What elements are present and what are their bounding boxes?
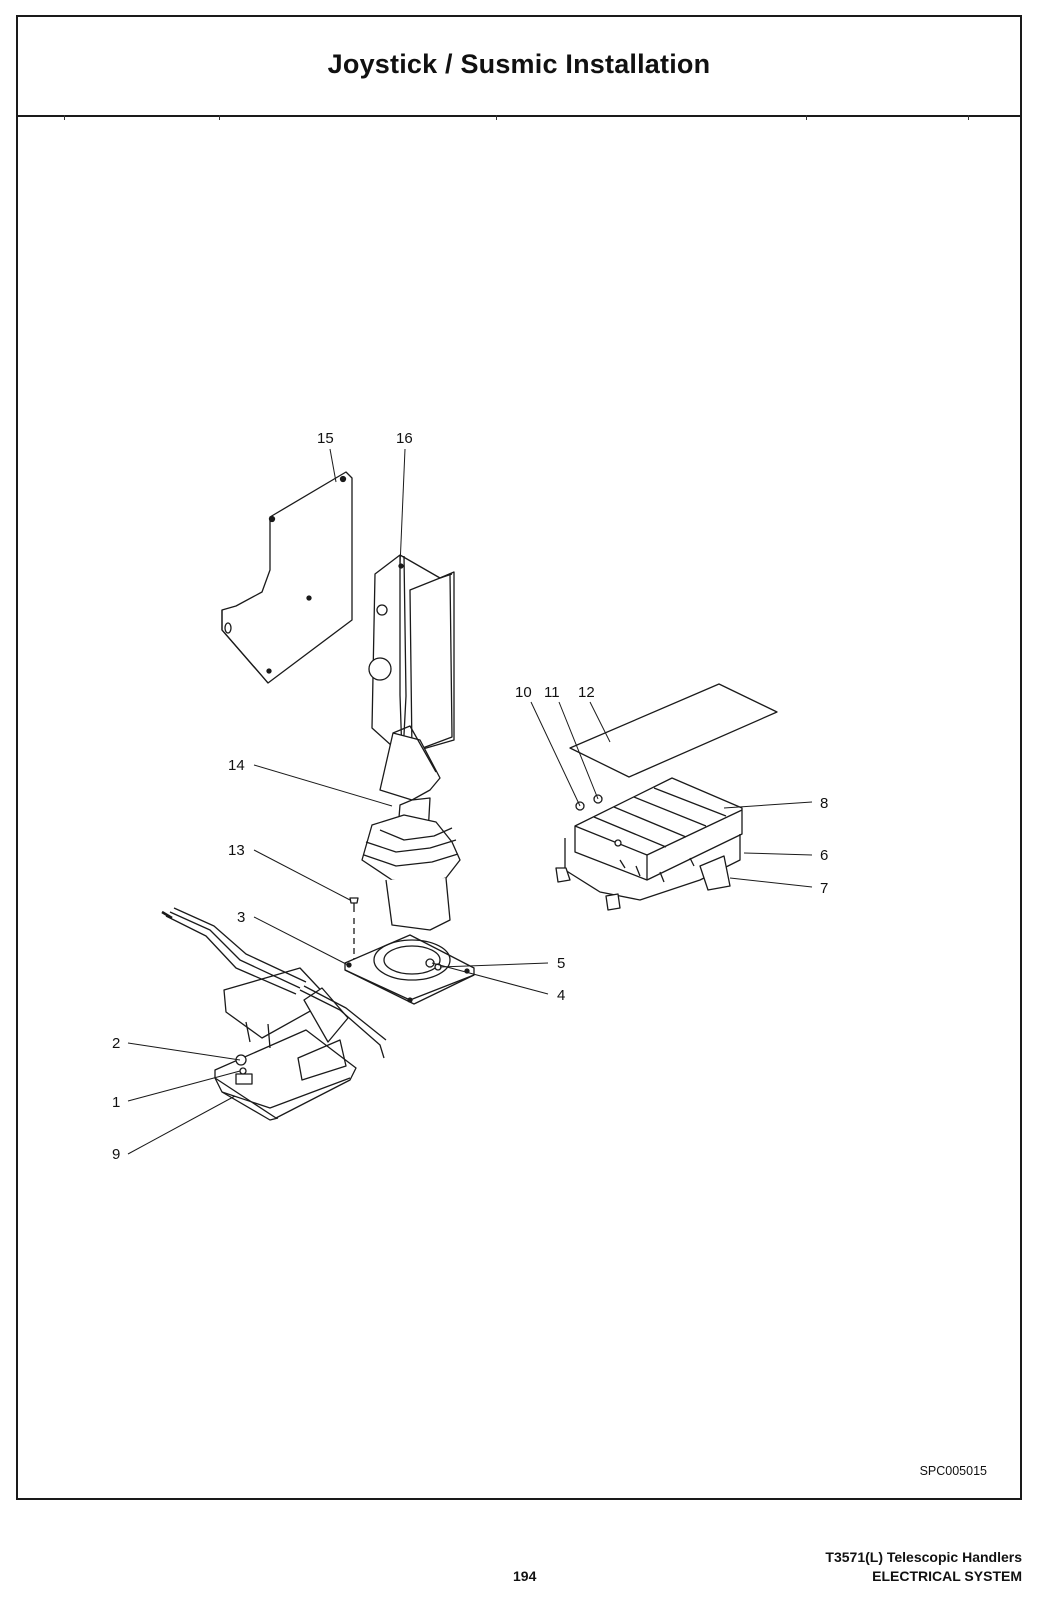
header-tick bbox=[64, 115, 65, 120]
callout-6: 6 bbox=[820, 847, 828, 864]
callout-11: 11 bbox=[544, 684, 560, 701]
callout-2: 2 bbox=[112, 1035, 120, 1052]
callout-9: 9 bbox=[112, 1146, 120, 1163]
header-tick bbox=[496, 115, 497, 120]
callout-4: 4 bbox=[557, 987, 565, 1004]
callout-12: 12 bbox=[578, 684, 595, 701]
header-tick bbox=[219, 115, 220, 120]
figure-id: SPC005015 bbox=[919, 1464, 987, 1478]
callout-7: 7 bbox=[820, 880, 828, 897]
callout-1: 1 bbox=[112, 1094, 120, 1111]
title-band: Joystick / Susmic Installation bbox=[18, 17, 1020, 117]
page-title: Joystick / Susmic Installation bbox=[327, 48, 711, 79]
callout-5: 5 bbox=[557, 955, 565, 972]
callout-15: 15 bbox=[317, 430, 334, 447]
footer-model: T3571(L) Telescopic Handlers bbox=[825, 1549, 1022, 1565]
bracket-plate bbox=[221, 471, 353, 684]
callout-3: 3 bbox=[237, 909, 245, 926]
callout-13: 13 bbox=[228, 842, 245, 859]
header-tick bbox=[806, 115, 807, 120]
joystick-housing bbox=[161, 907, 387, 1121]
page-number: 194 bbox=[513, 1568, 537, 1584]
footer-section: ELECTRICAL SYSTEM bbox=[872, 1568, 1022, 1584]
callout-8: 8 bbox=[820, 795, 828, 812]
callout-labels: 1 2 3 4 5 6 7 8 9 10 11 12 13 14 15 16 bbox=[112, 430, 828, 1163]
susmic-module bbox=[555, 777, 743, 911]
header-tick bbox=[968, 115, 969, 120]
page-frame: Joystick / Susmic Installation SPC005015 bbox=[16, 15, 1022, 1500]
callout-16: 16 bbox=[396, 430, 413, 447]
control-box bbox=[368, 554, 455, 756]
screw bbox=[349, 897, 359, 962]
leader-lines bbox=[127, 448, 813, 1155]
joystick bbox=[361, 725, 461, 931]
callout-14: 14 bbox=[228, 757, 245, 774]
label-sheet bbox=[569, 683, 778, 778]
callout-10: 10 bbox=[515, 684, 532, 701]
footer-block: T3571(L) Telescopic Handlers ELECTRICAL … bbox=[825, 1548, 1022, 1586]
